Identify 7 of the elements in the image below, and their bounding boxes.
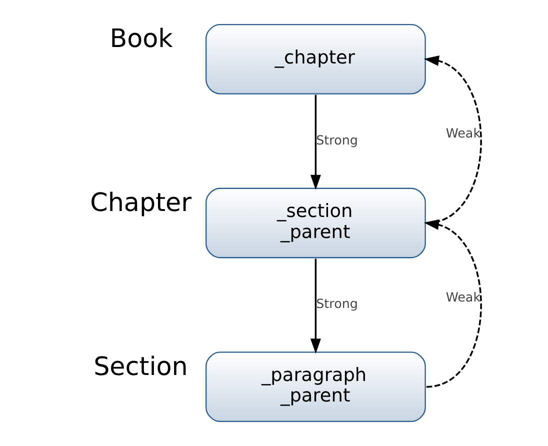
- edge-label: Strong: [316, 296, 358, 312]
- edge-label: Strong: [316, 132, 358, 148]
- node-label: Book: [109, 23, 172, 54]
- edge-label: Weak: [445, 289, 480, 304]
- edge-label: Weak: [445, 126, 480, 141]
- node-label: Section: [93, 350, 188, 381]
- node-label: Chapter: [90, 187, 192, 217]
